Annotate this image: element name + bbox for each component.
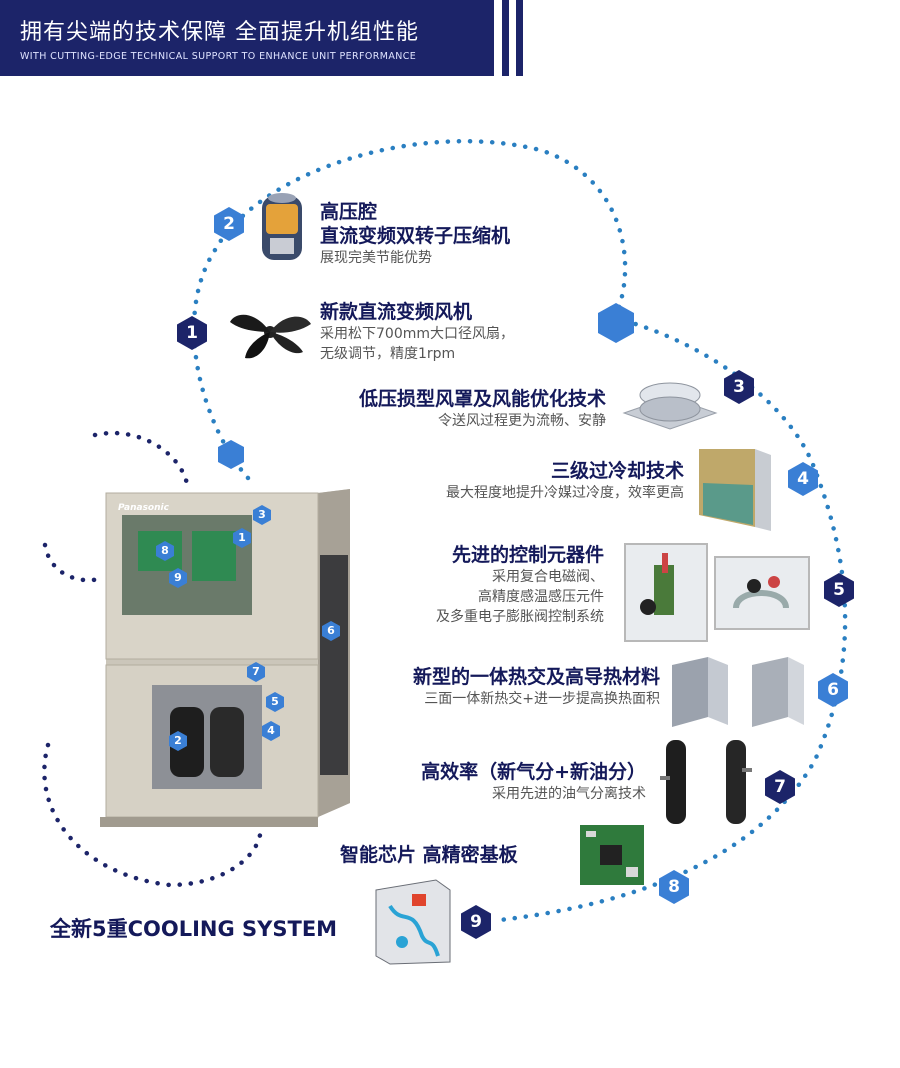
unit-marker-9: 9 <box>168 568 188 588</box>
unit-marker-7: 7 <box>246 662 266 682</box>
fan-image <box>230 314 311 359</box>
valve-image-1 <box>624 543 708 642</box>
badge-6: 6 <box>816 673 850 707</box>
cooling-system-label: 全新5重COOLING SYSTEM <box>50 917 338 941</box>
badge-1: 1 <box>175 316 209 350</box>
badge-2: 2 <box>212 207 246 241</box>
unit-marker-8: 8 <box>155 541 175 561</box>
feature-2: 高压腔 直流变频双转子压缩机 展现完美节能优势 <box>320 200 510 268</box>
unit-marker-1: 1 <box>232 528 252 548</box>
badge-3: 3 <box>722 370 756 404</box>
unit-marker-3: 3 <box>252 505 272 525</box>
feature-5-desc3: 及多重电子膨胀阀控制系统 <box>436 609 604 625</box>
feature-2-title2: 直流变频双转子压缩机 <box>320 225 511 247</box>
badge-4: 4 <box>786 462 820 496</box>
feature-3-desc: 令送风过程更为流畅、安静 <box>438 413 606 429</box>
circuit-board-image <box>580 825 644 885</box>
feature-1-desc2: 无级调节，精度1rpm <box>320 346 456 362</box>
compressor-image <box>262 193 302 260</box>
outdoor-unit-image <box>100 489 350 827</box>
panasonic-brand: Panasonic <box>118 503 169 513</box>
heat-exchanger-image-1 <box>672 657 728 727</box>
header-subtitle: WITH CUTTING-EDGE TECHNICAL SUPPORT TO E… <box>20 51 417 62</box>
feature-1-desc1: 采用松下700mm大口径风扇， <box>320 326 514 342</box>
unit-marker-6: 6 <box>321 621 341 641</box>
unit-marker-4: 4 <box>261 721 281 741</box>
feature-3-title: 低压损型风罩及风能优化技术 <box>358 388 606 410</box>
feature-4: 三级过冷却技术 最大程度地提升冷媒过冷度，效率更高 <box>446 459 684 503</box>
gas-separator-image <box>660 740 686 824</box>
heat-exchanger-image-2 <box>752 657 804 727</box>
feature-1: 新款直流变频风机 采用松下700mm大口径风扇， 无级调节，精度1rpm <box>320 300 514 364</box>
header-title: 拥有尖端的技术保障 全面提升机组性能 <box>20 20 419 45</box>
feature-6: 新型的一体热交及高导热材料 三面一体新热交+进一步提高换热面积 <box>413 665 660 709</box>
feature-1-title: 新款直流变频风机 <box>320 301 473 323</box>
feature-7: 高效率（新气分+新油分） 采用先进的油气分离技术 <box>421 760 646 804</box>
badge-7: 7 <box>763 770 797 804</box>
unit-marker-5: 5 <box>265 692 285 712</box>
subcooling-image <box>699 449 771 531</box>
feature-5: 先进的控制元器件 采用复合电磁阀、 高精度感温感压元件 及多重电子膨胀阀控制系统 <box>436 543 604 627</box>
badge-5: 5 <box>822 573 856 607</box>
header-bar-2 <box>516 0 523 76</box>
header-bar-1 <box>502 0 509 76</box>
feature-3: 低压损型风罩及风能优化技术 令送风过程更为流畅、安静 <box>359 387 606 431</box>
feature-2-desc: 展现完美节能优势 <box>320 250 432 266</box>
feature-8-title: 智能芯片 高精密基板 <box>340 844 518 866</box>
feature-2-title: 高压腔 <box>320 201 378 223</box>
feature-7-desc: 采用先进的油气分离技术 <box>492 786 646 802</box>
fan-shroud-image <box>622 382 718 430</box>
header-banner: 拥有尖端的技术保障 全面提升机组性能 WITH CUTTING-EDGE TEC… <box>0 0 494 76</box>
feature-5-desc1: 采用复合电磁阀、 <box>492 569 604 585</box>
feature-4-desc: 最大程度地提升冷媒过冷度，效率更高 <box>446 485 684 501</box>
badge-8: 8 <box>657 870 691 904</box>
feature-4-title: 三级过冷却技术 <box>550 460 684 482</box>
feature-5-desc2: 高精度感温感压元件 <box>478 589 604 605</box>
unit-cutaway-image <box>375 879 451 965</box>
oil-separator-image <box>726 740 752 824</box>
feature-7-title: 高效率（新气分+新油分） <box>421 761 646 783</box>
badge-9: 9 <box>459 905 493 939</box>
feature-6-desc: 三面一体新热交+进一步提高换热面积 <box>424 691 660 707</box>
feature-6-title: 新型的一体热交及高导热材料 <box>412 666 660 688</box>
feature-8: 智能芯片 高精密基板 <box>340 843 518 867</box>
unit-marker-2: 2 <box>168 731 188 751</box>
valve-image-2 <box>714 556 810 630</box>
feature-5-title: 先进的控制元器件 <box>451 544 604 566</box>
